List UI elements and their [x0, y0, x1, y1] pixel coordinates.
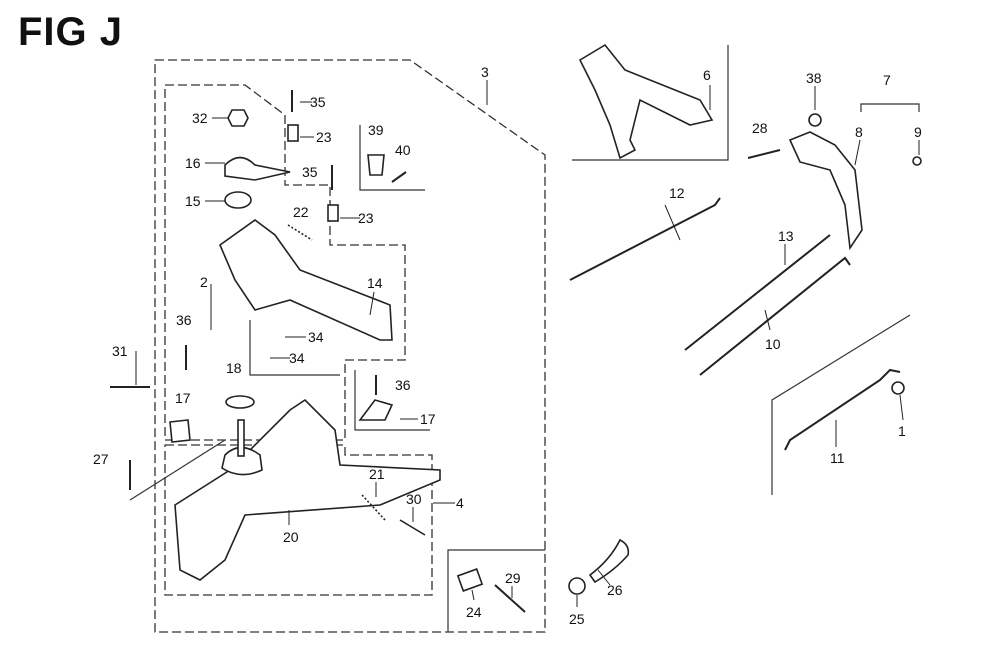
part-label-16: 16: [185, 155, 201, 171]
screw-40: [391, 171, 407, 183]
part-label-1: 1: [898, 423, 906, 439]
boundary-4: [164, 444, 433, 596]
part-label-18: 18: [226, 360, 242, 376]
control-plate-20: [174, 398, 441, 581]
divider-line: [129, 439, 226, 501]
part-label-27: 27: [93, 451, 109, 467]
part-label-26: 26: [607, 582, 623, 598]
part-label-10: 10: [765, 336, 781, 352]
part-label-21: 21: [369, 466, 385, 482]
part-label-31: 31: [112, 343, 128, 359]
part-label-2: 2: [200, 274, 208, 290]
part-label-23: 23: [358, 210, 374, 226]
part-label-28: 28: [752, 120, 768, 136]
arm-16: [224, 156, 291, 181]
bolt-28: [747, 149, 781, 159]
part-label-22: 22: [293, 204, 309, 220]
nut-9: [912, 156, 922, 166]
boundary-11: [771, 314, 911, 495]
part-label-35: 35: [310, 94, 326, 110]
cap-25: [568, 577, 586, 595]
boundary-39-40: [359, 125, 425, 191]
spring-21: [361, 494, 386, 521]
clip-17a: [169, 419, 191, 443]
part-label-17: 17: [420, 411, 436, 427]
boundary-24-29: [447, 549, 545, 632]
fitting-23b: [327, 204, 339, 222]
nut-38: [808, 113, 822, 127]
part-label-14: 14: [367, 275, 383, 291]
part-label-30: 30: [406, 491, 422, 507]
part-label-39: 39: [368, 122, 384, 138]
part-label-12: 12: [669, 185, 685, 201]
part-label-25: 25: [569, 611, 585, 627]
boundary-6: [572, 45, 729, 161]
part-label-34: 34: [308, 329, 324, 345]
boundary-14: [249, 320, 340, 376]
fitting-39: [367, 154, 385, 176]
boundary-17: [354, 370, 430, 431]
figure-title: FIG J: [18, 10, 124, 54]
part-label-36: 36: [176, 312, 192, 328]
part-label-7: 7: [883, 72, 891, 88]
fitting-23a: [287, 124, 299, 142]
part-label-3: 3: [481, 64, 489, 80]
lever-14: [219, 219, 393, 341]
mount-18: [221, 446, 263, 476]
spring-rod-13: [684, 234, 831, 351]
nut-32: [227, 109, 249, 127]
part-label-8: 8: [855, 124, 863, 140]
part-label-38: 38: [806, 70, 822, 86]
spring-22: [287, 224, 313, 241]
rod-11: [784, 368, 901, 451]
part-label-15: 15: [185, 193, 201, 209]
parts: [110, 43, 922, 613]
washer-18: [225, 395, 255, 409]
part-label-32: 32: [192, 110, 208, 126]
part-label-9: 9: [914, 124, 922, 140]
fitting-1: [891, 381, 905, 395]
rod-10: [699, 256, 851, 376]
lever-8: [788, 131, 863, 251]
bolt-29: [494, 584, 526, 613]
part-label-4: 4: [456, 495, 464, 511]
part-label-23: 23: [316, 129, 332, 145]
part-label-11: 11: [830, 450, 845, 466]
lever-6: [578, 43, 714, 160]
knob-26: [588, 538, 630, 584]
part-label-24: 24: [466, 604, 482, 620]
collar-24: [456, 568, 484, 592]
boundary-3: [154, 59, 546, 633]
spring-rod-12: [569, 197, 721, 281]
part-label-20: 20: [283, 529, 299, 545]
part-label-17: 17: [175, 390, 191, 406]
part-label-34: 34: [289, 350, 305, 366]
part-label-6: 6: [703, 67, 711, 83]
part-label-36: 36: [395, 377, 411, 393]
clip-17b: [358, 399, 394, 421]
part-label-29: 29: [505, 570, 521, 586]
part-label-35: 35: [302, 164, 318, 180]
part-label-40: 40: [395, 142, 411, 158]
stud: [237, 419, 245, 457]
screw-30: [399, 519, 426, 536]
bracket-7: [860, 103, 920, 112]
washer-15: [224, 191, 252, 209]
part-label-13: 13: [778, 228, 794, 244]
group-boundaries: [129, 45, 920, 633]
leader-lines: [135, 80, 920, 607]
